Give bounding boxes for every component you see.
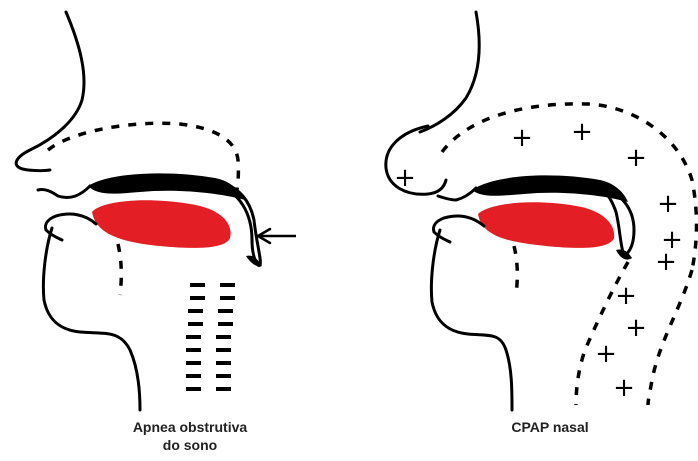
pressure-plus-mask: + — [394, 163, 416, 193]
pressure-plus-9: + — [595, 339, 617, 369]
pressure-plus-3: + — [625, 143, 647, 173]
apnea-caption-line2: do sono — [80, 436, 300, 454]
pressure-plus-8: + — [625, 313, 647, 343]
obstruction-arrow-icon — [258, 229, 296, 243]
apnea-caption: Apnea obstrutiva do sono — [80, 418, 300, 454]
pressure-plus-4: + — [657, 189, 679, 219]
cpap-airway-dashed-back — [648, 270, 692, 405]
apnea-tongue — [92, 200, 231, 248]
pressure-plus-7: + — [615, 281, 637, 311]
cpap-panel — [386, 12, 697, 410]
pressure-plus-1: + — [511, 123, 533, 153]
cpap-caption: CPAP nasal — [460, 418, 640, 436]
pressure-plus-6: + — [655, 247, 677, 277]
cpap-jaw-neck — [431, 230, 512, 410]
pressure-plus-10: + — [613, 373, 635, 403]
apnea-panel — [16, 12, 296, 410]
pressure-plus-2: + — [571, 117, 593, 147]
apnea-upper-lip — [38, 186, 90, 198]
apnea-trachea-dashed — [186, 285, 235, 389]
cpap-tongue — [478, 202, 614, 248]
cpap-nose-profile — [420, 12, 479, 132]
apnea-caption-line1: Apnea obstrutiva — [80, 418, 300, 436]
apnea-jaw-neck — [43, 228, 140, 410]
apnea-floor-dashed — [118, 244, 121, 295]
cpap-pressure-markers: + + + + + + + + + + + — [394, 117, 683, 403]
cpap-upper-lip — [438, 188, 476, 200]
cpap-floor-dashed — [514, 246, 517, 295]
